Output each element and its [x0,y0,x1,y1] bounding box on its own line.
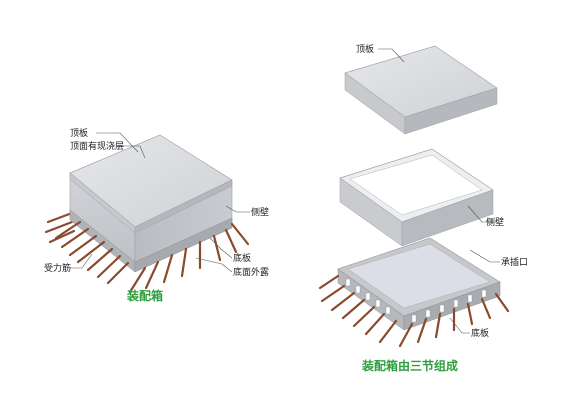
right-top-slab [344,45,498,135]
right-caption: 装配箱由三节组成 [361,358,458,373]
right-bottom-slab [337,237,501,331]
left-label-top-slab: 顶板 [70,127,88,139]
right-label-bottom-slab: 底板 [471,327,489,339]
exploded-box: 顶板 侧壁 承插口 底板 装配箱由三节组成 [318,43,528,373]
assembled-box: 顶板 顶面有现浇层 侧壁 底板 底面外露 受力筋 装配箱 [44,127,269,303]
left-label-bottom-exposed: 底面外露 [233,266,269,278]
right-rebar [318,274,510,348]
right-leader-lines [378,48,500,334]
rebar-left-side [44,211,76,244]
left-label-rebar: 受力筋 [44,262,71,274]
rebar-front [54,220,130,285]
right-label-socket: 承插口 [501,256,528,268]
left-leader-lines [70,132,250,273]
right-label-top-slab: 顶板 [356,43,374,55]
left-label-top-pour: 顶面有现浇层 [70,140,124,152]
left-caption: 装配箱 [126,288,163,303]
left-label-bottom-slab: 底板 [233,252,251,264]
left-bottom-slab-side [134,217,233,273]
right-label-side-wall: 侧壁 [486,216,504,228]
left-label-side-wall: 侧壁 [251,206,269,218]
right-side-wall-frame [339,148,494,247]
rebar-side [128,222,250,294]
